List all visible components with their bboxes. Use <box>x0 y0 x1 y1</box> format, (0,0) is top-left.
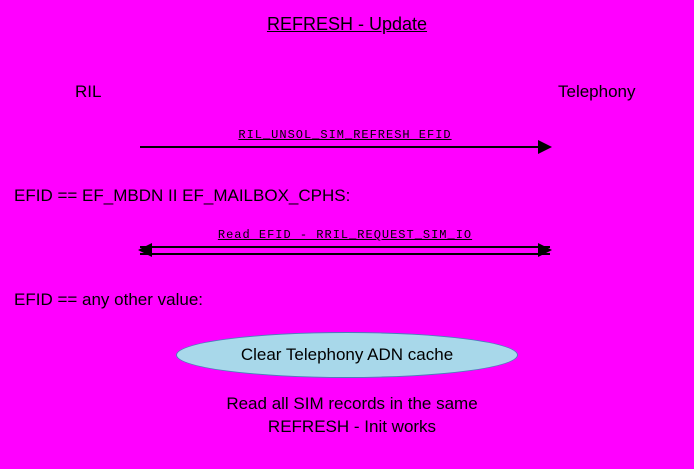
message-read-efid: Read EFID - RRIL_REQUEST_SIM_IO <box>138 228 552 257</box>
actor-telephony: Telephony <box>558 82 636 101</box>
message-refresh-efid: RIL_UNSOL_SIM_REFRESH EFID <box>140 128 552 154</box>
arrow-bidirectional-shaft <box>138 243 552 257</box>
actor-ril: RIL <box>75 82 102 101</box>
message-read-efid-label: Read EFID - RRIL_REQUEST_SIM_IO <box>217 228 473 242</box>
message-refresh-efid-label: RIL_UNSOL_SIM_REFRESH EFID <box>238 128 452 142</box>
condition-other-value: EFID == any other value: <box>14 290 203 309</box>
arrow-right-shaft <box>140 140 552 154</box>
condition-mailbox: EFID == EF_MBDN II EF_MAILBOX_CPHS: <box>14 186 351 205</box>
diagram-title: REFRESH - Update <box>266 14 428 34</box>
footer-line-2: REFRESH - Init works <box>267 417 437 436</box>
adn-cache-ellipse: Clear Telephony ADN cache <box>176 332 518 378</box>
footer-line-1: Read all SIM records in the same <box>226 394 478 413</box>
arrowhead-left-icon <box>138 243 152 257</box>
adn-cache-ellipse-label: Clear Telephony ADN cache <box>240 345 454 364</box>
arrowhead-right-icon <box>538 140 552 154</box>
arrowhead-right-icon <box>538 243 552 257</box>
footer-note: Read all SIM records in the same REFRESH… <box>137 392 567 438</box>
